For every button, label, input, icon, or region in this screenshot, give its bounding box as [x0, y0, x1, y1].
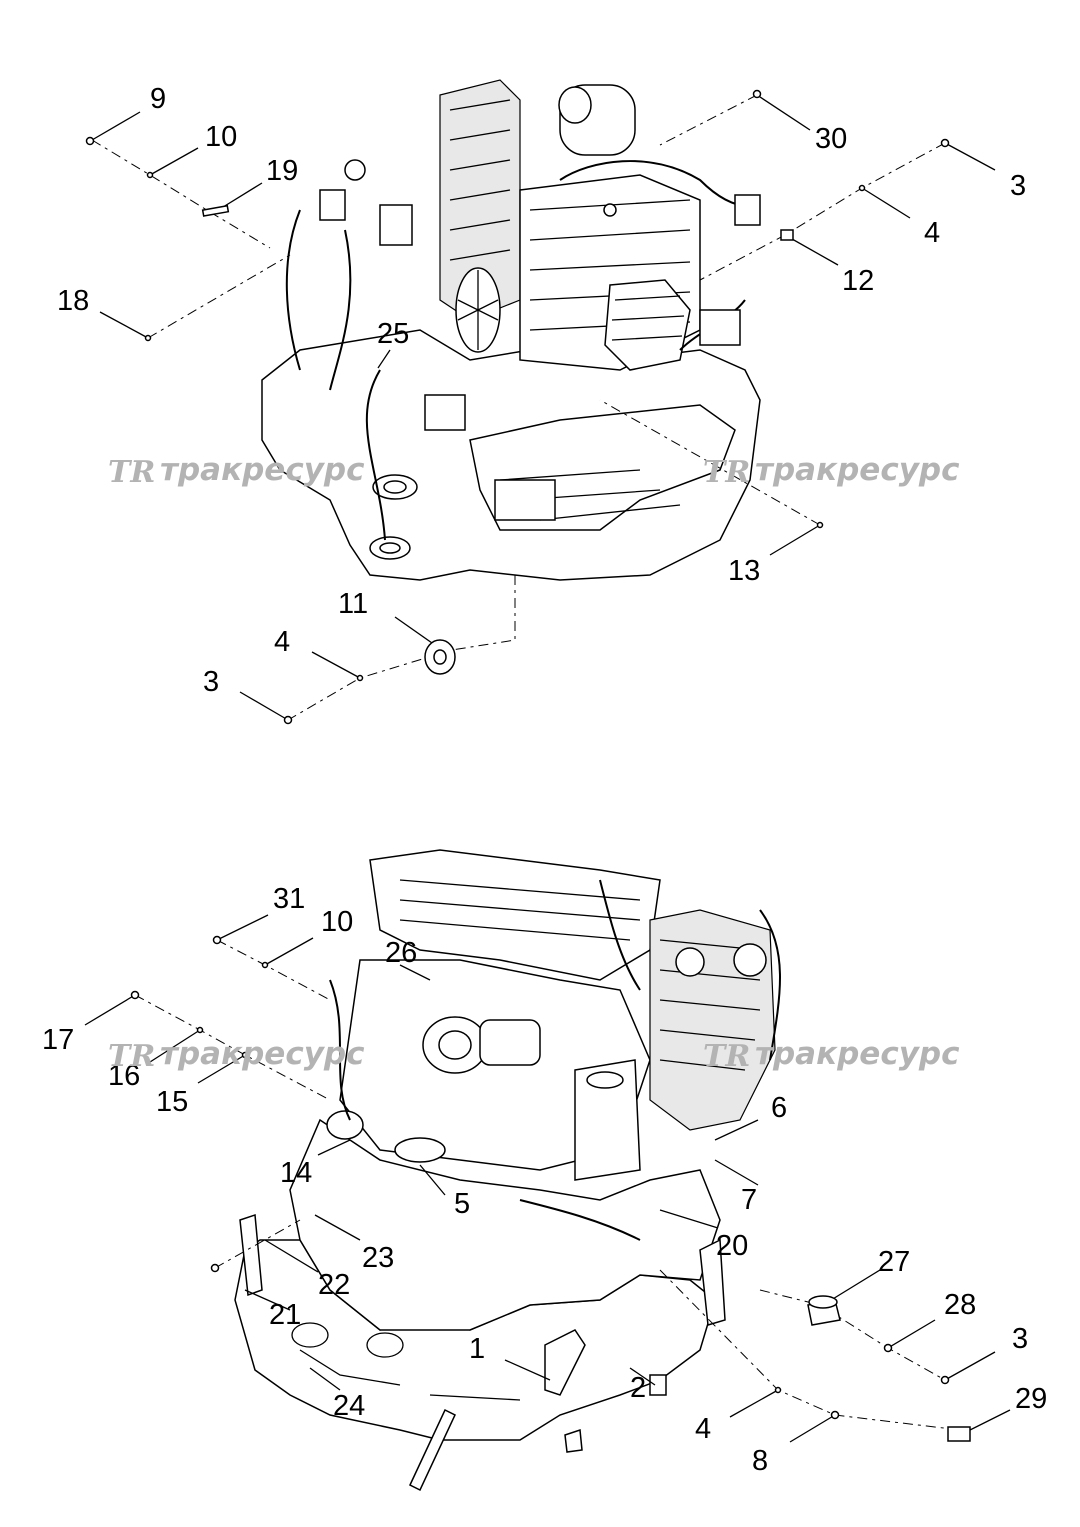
callout-3: 3	[1010, 170, 1026, 202]
bracket-19	[201, 204, 230, 217]
bolt-21	[210, 1263, 220, 1273]
washer-16	[196, 1026, 204, 1034]
watermark-text: тракресурс	[755, 452, 960, 488]
washer-4	[858, 184, 866, 192]
plate-29	[947, 1426, 971, 1442]
bolt-3	[940, 138, 950, 148]
callout-28: 28	[944, 1289, 976, 1321]
callout-19: 19	[266, 155, 298, 187]
watermark-lower-right: TR тракресурс	[703, 1036, 960, 1074]
callout-24: 24	[333, 1390, 365, 1422]
washer-10	[146, 171, 154, 179]
callout-21: 21	[269, 1299, 301, 1331]
bolt-31	[212, 935, 222, 945]
watermark-logo-icon: TR	[108, 455, 155, 490]
washer-4	[356, 674, 364, 682]
upper-callouts: 9 10 19 18 25 30 3 4 12 13 11 4 3	[57, 83, 1026, 698]
callout-15: 15	[156, 1086, 188, 1118]
callout-13: 13	[728, 555, 760, 587]
watermark-text: тракресурс	[755, 1036, 960, 1072]
callout-22: 22	[318, 1269, 350, 1301]
callout-31: 31	[273, 883, 305, 915]
callout-30: 30	[815, 123, 847, 155]
callout-23: 23	[362, 1242, 394, 1274]
callout-10: 10	[205, 121, 237, 153]
callout-29: 29	[1015, 1383, 1047, 1415]
callout-6: 6	[771, 1092, 787, 1124]
watermark-text: тракресурс	[160, 452, 365, 488]
watermark-text: тракресурс	[160, 1036, 365, 1072]
bolt-3	[283, 715, 293, 725]
upper-leader-lines	[91, 94, 996, 721]
bolt-3	[940, 1375, 950, 1385]
washer-4	[774, 1386, 782, 1394]
callout-4: 4	[695, 1413, 711, 1445]
callout-1: 1	[469, 1333, 485, 1365]
callout-26: 26	[385, 937, 417, 969]
callout-10: 10	[321, 906, 353, 938]
lower-callouts: 31 10 26 17 16 15 6 14 5 7 20 23 22 27 2…	[42, 883, 1047, 1477]
callout-7: 7	[741, 1184, 757, 1216]
watermark-upper-left: TR тракресурс	[108, 452, 365, 490]
washer-10	[261, 961, 269, 969]
callout-11: 11	[338, 588, 368, 620]
callout-16: 16	[108, 1060, 140, 1092]
callout-5: 5	[454, 1188, 470, 1220]
watermark-logo-icon: TR	[108, 1039, 155, 1074]
nut-18	[144, 334, 152, 342]
watermark-logo-icon: TR	[703, 1039, 750, 1074]
callout-27: 27	[878, 1246, 910, 1278]
nut-8	[830, 1410, 840, 1420]
lower-assembly-drawing	[234, 849, 781, 1492]
nut-15	[241, 1051, 249, 1059]
bolt-30	[752, 89, 762, 99]
watermark-lower-left: TR тракресурс	[108, 1036, 365, 1074]
watermark-logo-icon: TR	[703, 455, 750, 490]
callout-2: 2	[630, 1372, 646, 1404]
lower-loose-parts	[130, 935, 971, 1442]
callout-9: 9	[150, 83, 166, 115]
callout-25: 25	[377, 318, 409, 350]
callout-3: 3	[203, 666, 219, 698]
callout-4: 4	[924, 217, 940, 249]
upper-loose-parts	[85, 89, 950, 725]
callout-18: 18	[57, 285, 89, 317]
callout-4: 4	[274, 626, 290, 658]
callout-3: 3	[1012, 1323, 1028, 1355]
watermark-upper-right: TR тракресурс	[703, 452, 960, 490]
callout-8: 8	[752, 1445, 768, 1477]
callout-14: 14	[280, 1157, 312, 1189]
bolt-9	[85, 136, 95, 146]
callout-17: 17	[42, 1024, 74, 1056]
callout-12: 12	[842, 265, 874, 297]
upper-assembly-drawing	[261, 79, 761, 581]
nut-13	[816, 521, 824, 529]
bolt-17	[130, 990, 140, 1000]
clip-12	[780, 229, 794, 241]
callout-20: 20	[716, 1230, 748, 1262]
washer-28	[883, 1343, 893, 1353]
